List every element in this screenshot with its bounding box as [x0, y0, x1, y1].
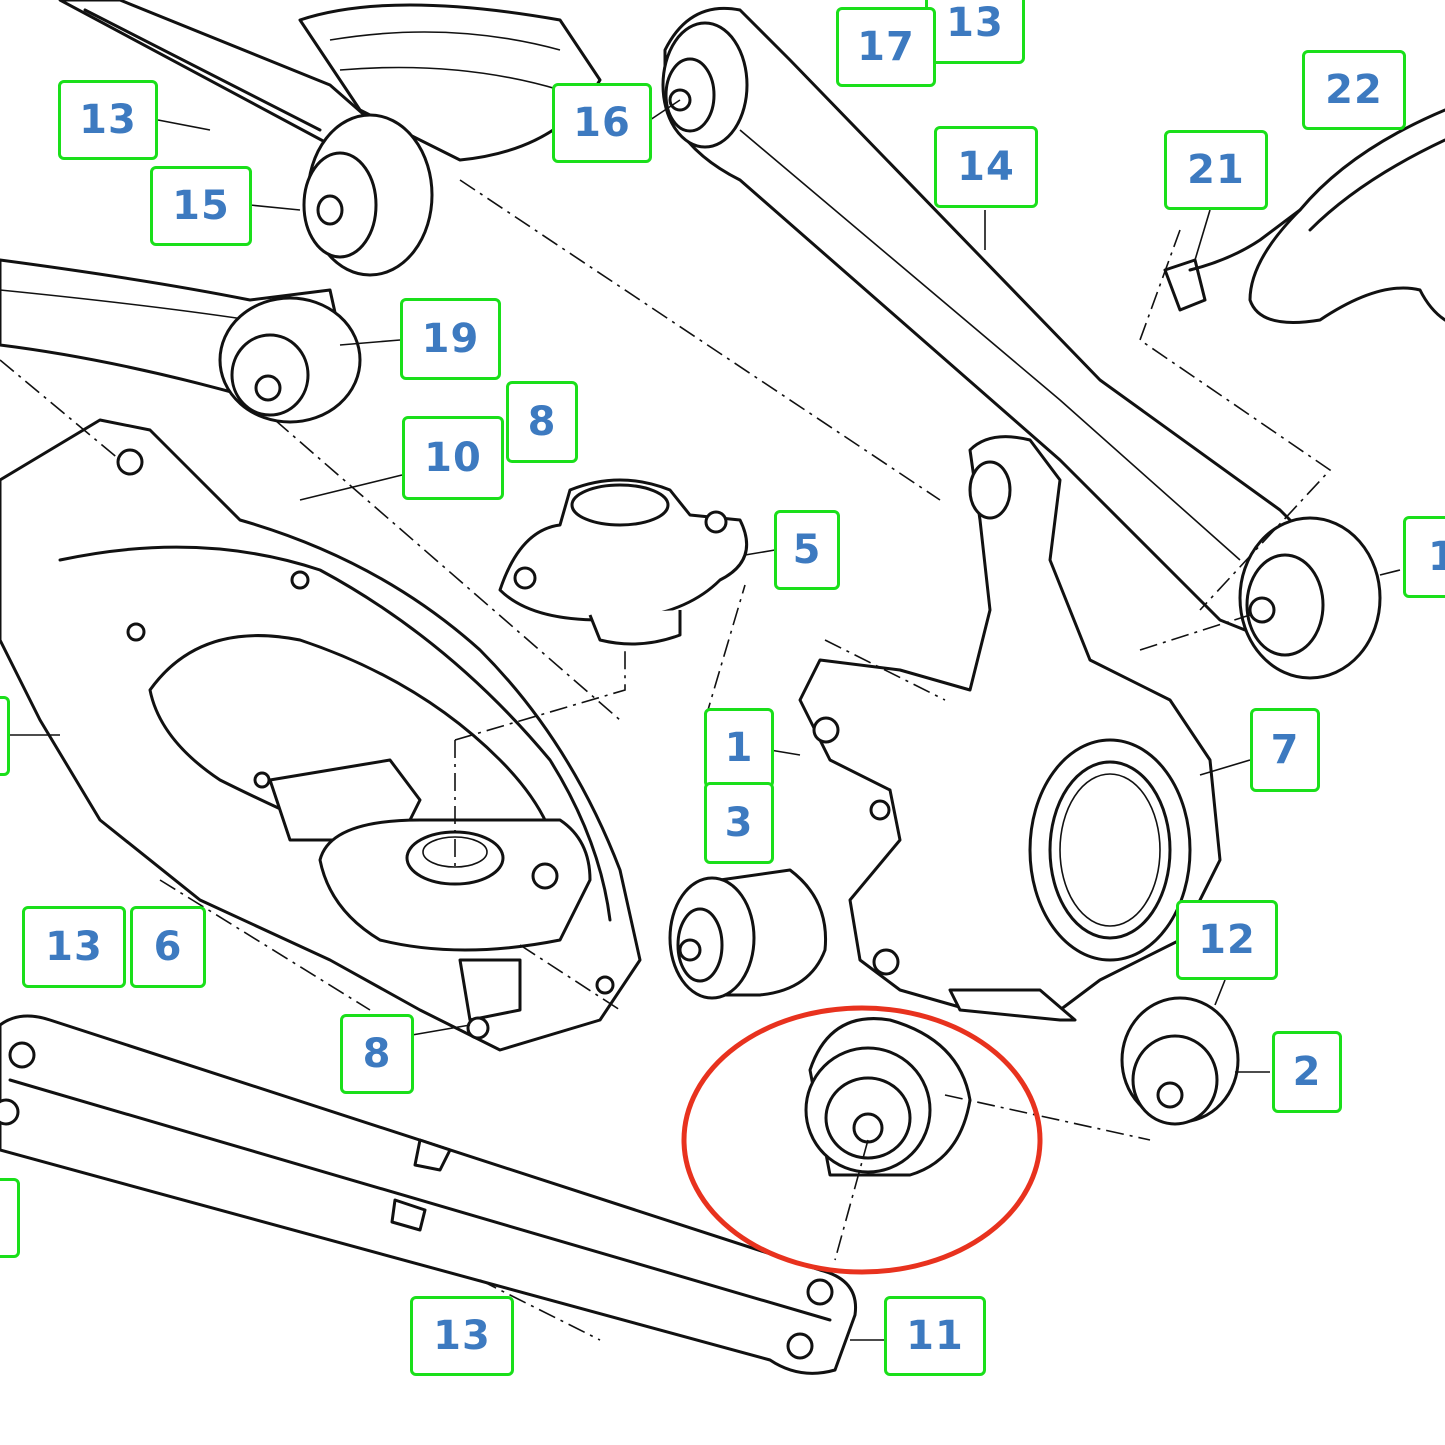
callout-edge-left-bottom[interactable] [0, 1178, 20, 1258]
callout-label: 17 [857, 24, 915, 70]
callout-label: 8 [527, 399, 557, 445]
top-strut-mount [498, 478, 749, 646]
callout-7[interactable]: 7 [1250, 708, 1320, 792]
callout-22[interactable]: 22 [1302, 50, 1406, 130]
callout-label: 7 [1270, 727, 1300, 773]
callout-1[interactable]: 1 [704, 708, 774, 788]
callout-1-right-edge[interactable]: 1 [1403, 516, 1445, 598]
lower-lateral-link [0, 1014, 858, 1375]
callout-19[interactable]: 19 [400, 298, 501, 380]
callout-leader-lines [10, 99, 1401, 1341]
callout-label: 6 [153, 924, 183, 970]
callout-16[interactable]: 16 [552, 83, 652, 163]
callout-edge-left-middle[interactable] [0, 696, 10, 776]
callout-label: 13 [79, 97, 137, 143]
callout-label: 15 [172, 183, 230, 229]
callout-13-top-right[interactable]: 13 [925, 0, 1025, 64]
bushing-11 [804, 1017, 972, 1177]
callout-21[interactable]: 21 [1164, 130, 1268, 210]
callout-8-lower[interactable]: 8 [340, 1014, 414, 1094]
callout-label: 8 [362, 1031, 392, 1077]
upper-link-arm [661, 6, 1382, 680]
callout-label: 19 [421, 316, 480, 362]
callout-2[interactable]: 2 [1272, 1031, 1342, 1113]
callout-12[interactable]: 12 [1176, 900, 1278, 980]
callout-label: 16 [573, 100, 631, 146]
callout-label: 1 [1428, 534, 1445, 580]
upper-control-arm-rear [58, 0, 602, 277]
callout-label: 12 [1198, 917, 1256, 963]
callout-label: 14 [957, 144, 1015, 190]
lower-control-arm [0, 418, 642, 1052]
callout-5[interactable]: 5 [774, 510, 840, 590]
callout-label: 21 [1187, 147, 1245, 193]
callout-label: 1 [724, 725, 754, 771]
callout-label: 11 [906, 1313, 964, 1359]
callout-13-upper-left[interactable]: 13 [58, 80, 158, 160]
callout-3[interactable]: 3 [704, 782, 774, 864]
assembly-center-lines [0, 179, 1332, 1341]
middle-control-arm [0, 258, 362, 424]
callout-label: 13 [45, 924, 103, 970]
callout-label: 13 [946, 0, 1004, 46]
abs-sensor-cable [1163, 108, 1445, 324]
callout-label: 5 [792, 527, 822, 573]
callout-label: 10 [424, 435, 482, 481]
callout-15[interactable]: 15 [150, 166, 252, 246]
callout-6[interactable]: 6 [130, 906, 206, 988]
callout-14[interactable]: 14 [934, 126, 1038, 208]
callout-13-left[interactable]: 13 [22, 906, 126, 988]
callout-17[interactable]: 17 [836, 7, 936, 87]
bushing-3 [668, 868, 828, 1000]
callout-8-upper[interactable]: 8 [506, 381, 578, 463]
callout-label: 22 [1325, 67, 1383, 113]
highlight-ellipse [681, 1005, 1043, 1275]
callout-label: 3 [724, 800, 754, 846]
bushing-2 [1120, 996, 1240, 1126]
wheel-knuckle [798, 435, 1222, 1022]
callout-11[interactable]: 11 [884, 1296, 986, 1376]
callout-label: 2 [1292, 1049, 1322, 1095]
callout-13-bottom[interactable]: 13 [410, 1296, 514, 1376]
callout-label: 13 [433, 1313, 491, 1359]
callout-10[interactable]: 10 [402, 416, 504, 500]
